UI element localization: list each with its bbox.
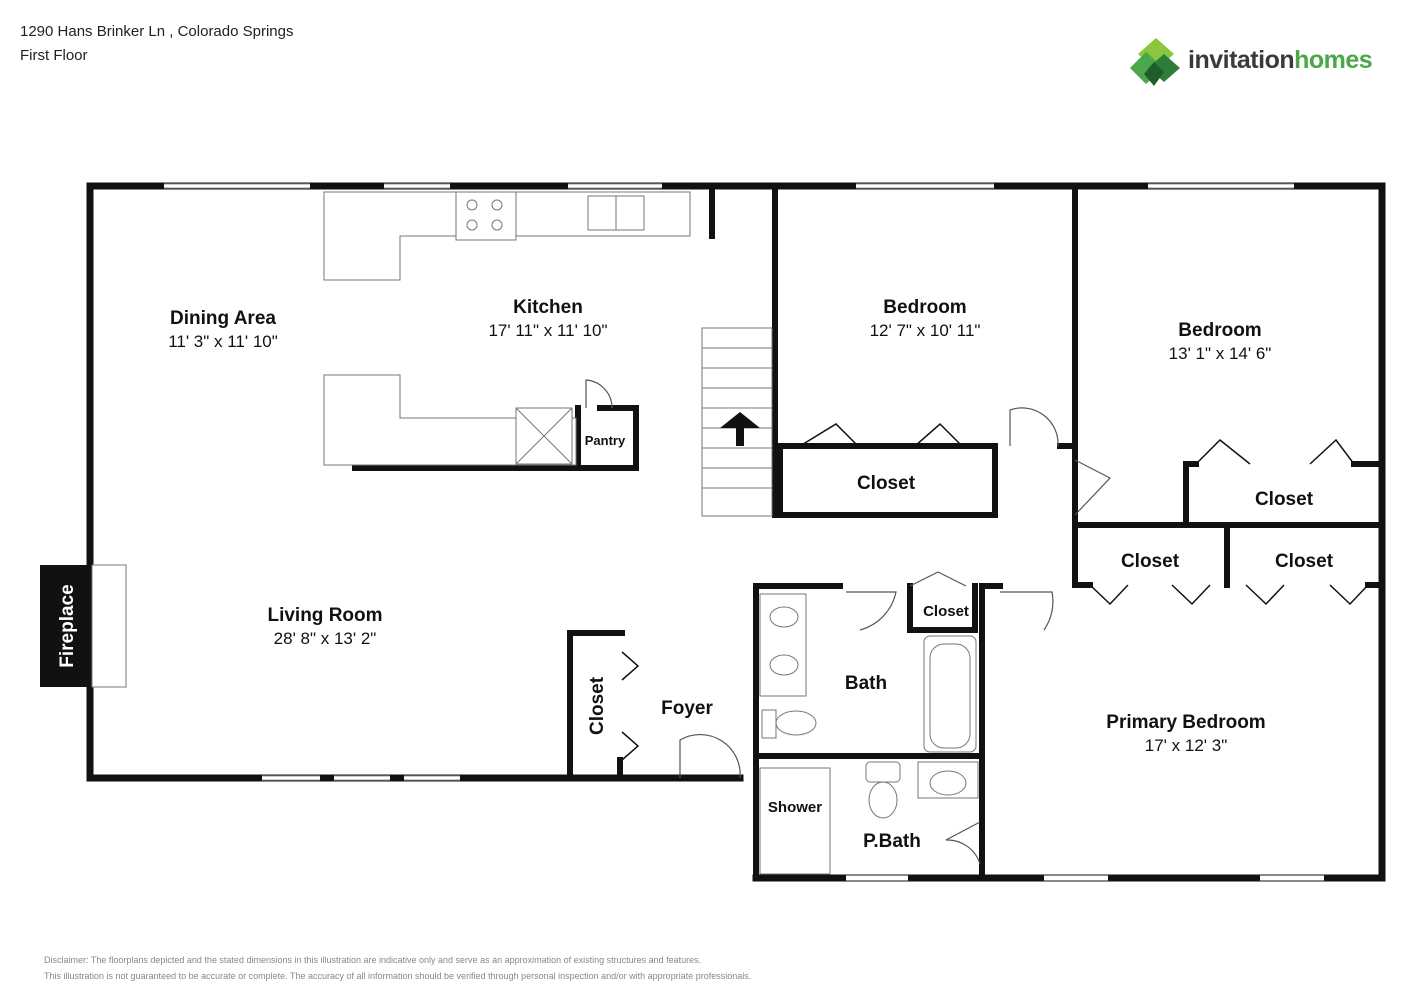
window-lines: [164, 183, 1294, 781]
stair-up-arrow-icon: [720, 412, 760, 446]
closet-bedroom-2-label: Closet: [1255, 489, 1314, 510]
closet-bedroom-1-label: Closet: [857, 473, 916, 494]
p-bath-label: P.Bath: [863, 831, 921, 852]
dining-area-label: Dining Area: [170, 308, 276, 329]
floor-label: First Floor: [20, 47, 88, 64]
bath-fixtures: [759, 593, 979, 875]
disclaimer-line-1: Disclaimer: The floorplans depicted and …: [44, 955, 702, 965]
shower-label: Shower: [768, 799, 822, 816]
fireplace-label: Fireplace: [57, 584, 78, 667]
kitchen-counters: [323, 191, 691, 466]
invitation-homes-logo: invitationhomes: [1128, 36, 1388, 92]
pantry-label: Pantry: [585, 433, 626, 448]
living-room-label: Living Room: [267, 605, 382, 626]
bath-label: Bath: [845, 673, 887, 694]
primary-bedroom-label: Primary Bedroom: [1106, 712, 1265, 733]
door-swings: [585, 379, 1111, 865]
closet-primary-1-label: Closet: [1121, 551, 1180, 572]
closet-primary-2-label: Closet: [1275, 551, 1334, 572]
kitchen-label: Kitchen: [513, 297, 583, 318]
bedroom-2-dims: 13' 1" x 14' 6": [1169, 344, 1272, 363]
bedroom-1-label: Bedroom: [883, 297, 966, 318]
disclaimer-line-2: This illustration is not guaranteed to b…: [44, 971, 752, 981]
address-text: 1290 Hans Brinker Ln , Colorado Springs: [20, 23, 294, 40]
fireplace-block: [40, 565, 92, 687]
stove: [455, 191, 517, 241]
closet-foyer-label: Closet: [587, 676, 608, 735]
kitchen-dims: 17' 11" x 11' 10": [488, 321, 607, 340]
interior-walls: [352, 183, 1385, 881]
logo-mark-icon: [1130, 38, 1180, 86]
living-room-dims: 28' 8" x 13' 2": [274, 629, 377, 648]
exterior-walls: [86, 182, 1386, 882]
closet-doors: [621, 422, 1369, 761]
window-openings: [164, 183, 1324, 881]
dining-area-dims: 11' 3" x 11' 10": [168, 332, 278, 351]
fireplace-hearth: [91, 564, 127, 688]
bedroom-1-dims: 12' 7" x 10' 11": [870, 321, 981, 340]
primary-bedroom-dims: 17' x 12' 3": [1145, 736, 1227, 755]
closet-hall-label: Closet: [923, 603, 969, 620]
foyer-label: Foyer: [661, 698, 713, 719]
staircase: [701, 327, 773, 517]
bedroom-2-label: Bedroom: [1178, 320, 1261, 341]
logo-wordmark: invitationhomes: [1188, 46, 1373, 74]
